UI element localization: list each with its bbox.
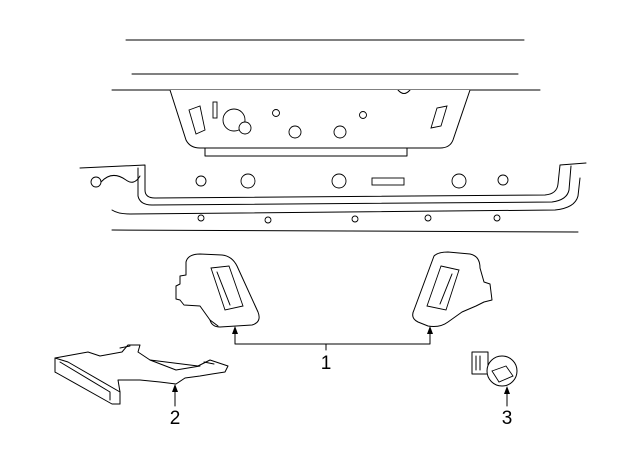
license-pocket [169,89,471,149]
pocket-hole-tiny-1 [272,109,280,117]
pocket-slot-small [212,101,218,119]
lower-panel-inner-lip [137,165,572,206]
callout-leaders [172,326,510,407]
harness-wire [100,175,141,183]
callout-1: 1 [321,353,332,374]
license-lamp-left [175,253,260,328]
lower-panel-outline [79,162,587,199]
pocket-hole-2 [288,125,302,139]
pocket-slot-left [188,105,206,135]
license-lamp-right [412,251,493,327]
pocket-hole-3 [333,125,347,139]
lamp-left-body [175,253,260,328]
socket-bulb [491,365,514,383]
bracket-front-face [54,357,121,405]
pocket-hole-overlap [238,121,252,135]
panel-hole-1 [195,175,207,187]
lamp-left-tab [209,319,219,327]
leader-1-bracket [234,329,431,345]
leader-1-arrow-left [232,326,238,334]
callout-2: 2 [170,408,181,429]
leader-2-arrow [172,384,178,392]
bumper-bottom-line [111,229,579,233]
bulb-socket [471,351,518,387]
panel-hole-3 [331,173,347,189]
panel-hole-4 [451,173,467,189]
bracket-rib [149,359,201,371]
bumper-hole-2 [264,216,272,224]
panel-hole-5 [497,174,509,186]
lamp-left-lens-edge [216,271,231,306]
lamp-right-lens-edge [439,273,453,305]
bracket-tab-lines [119,345,215,365]
panel-hole-2 [240,173,256,189]
wire-connector [90,176,102,188]
bumper-edge [111,177,581,215]
panel-slot [371,177,405,186]
bracket-inner-edge [59,361,111,401]
leader-1-arrow-right [427,326,433,334]
bumper-hole-4 [424,214,432,222]
bumper-hole-5 [493,214,501,222]
lamp-bracket [54,344,229,405]
bumper-hole-3 [351,215,359,223]
pocket-notch [397,89,411,94]
rear-panel-assembly [79,39,587,233]
leader-3-arrow [504,386,510,394]
pocket-lower-lip [204,147,408,157]
bumper-hole-1 [197,214,205,222]
pocket-hole-tiny-2 [359,111,367,119]
callout-3: 3 [502,408,513,429]
pocket-slot-right [430,105,448,129]
